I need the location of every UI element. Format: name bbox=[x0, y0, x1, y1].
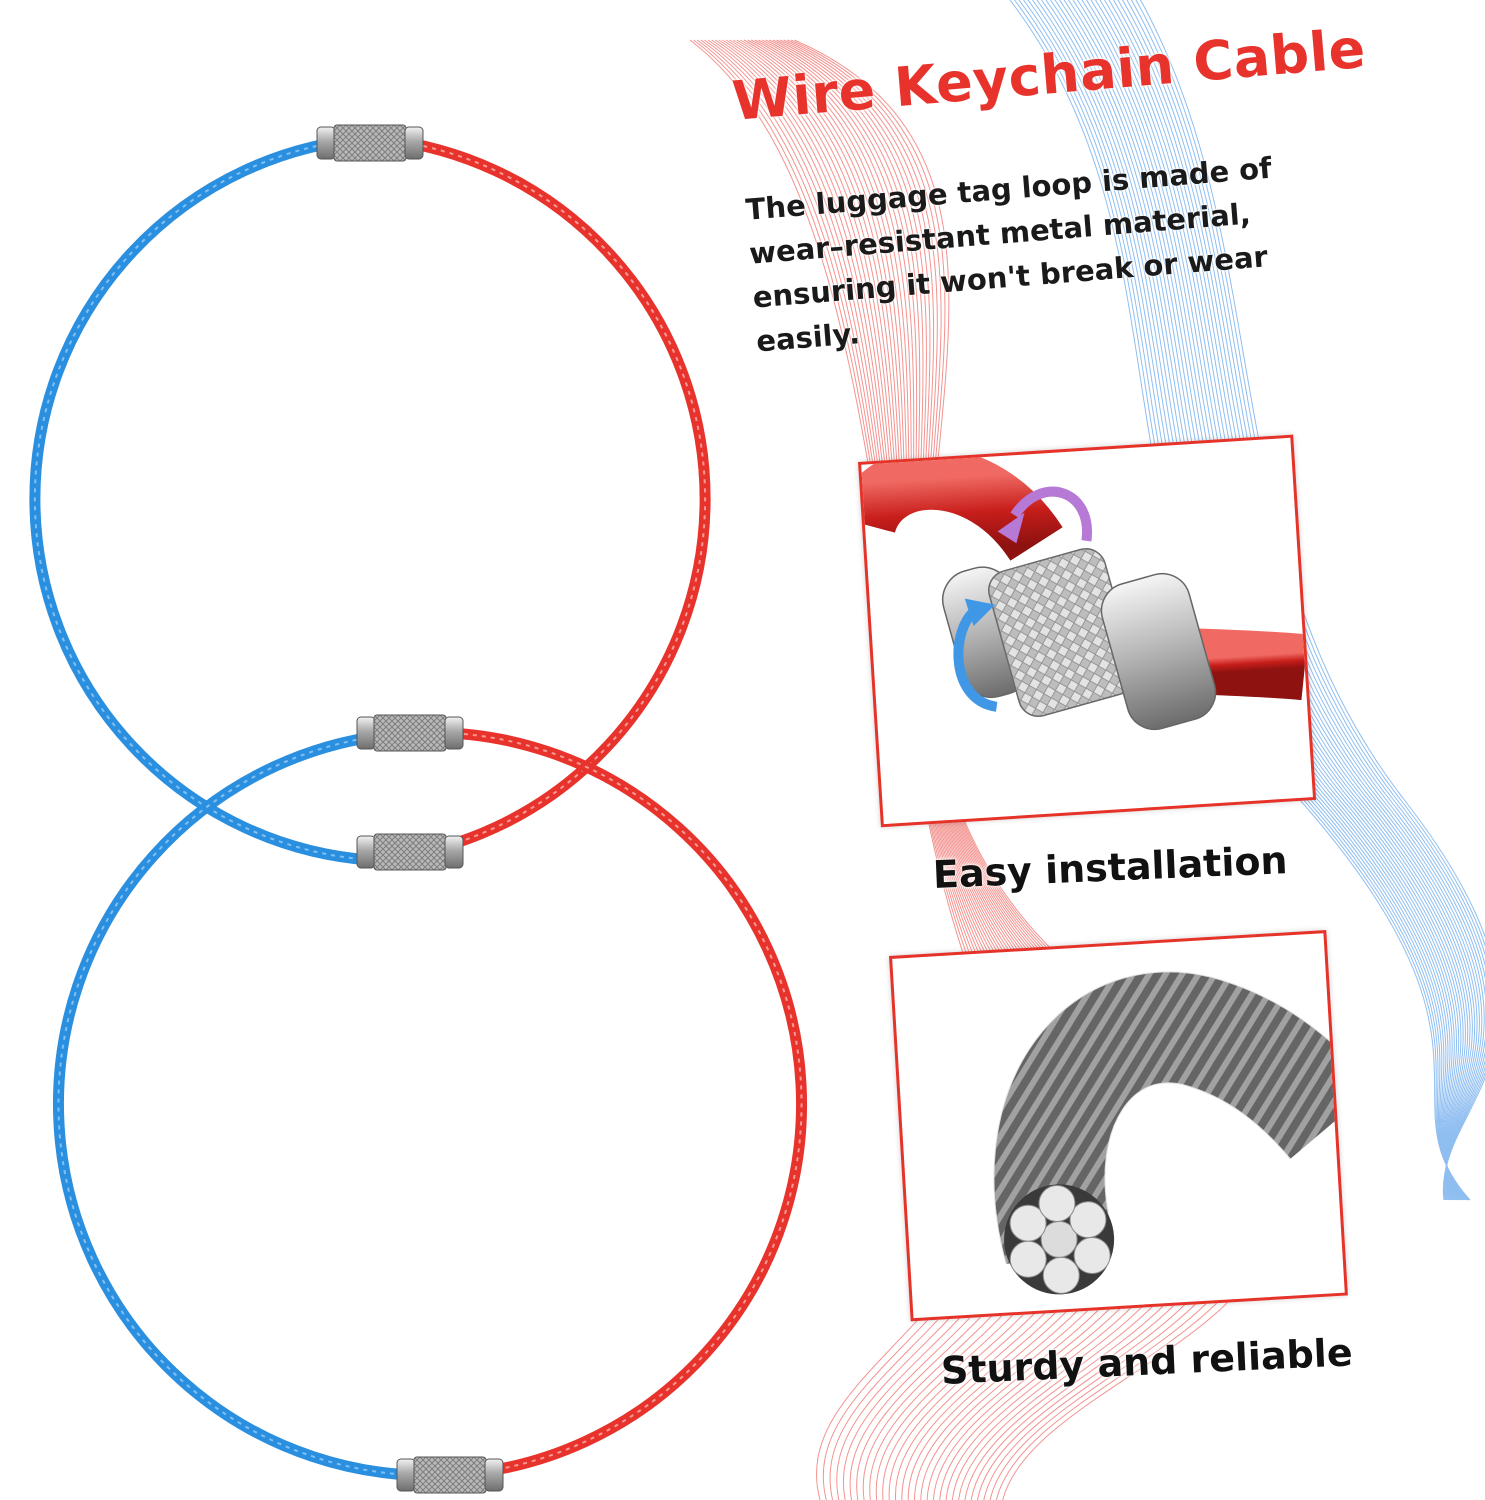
blue-strand-line bbox=[1072, 0, 1464, 1201]
blue-strand-line bbox=[1117, 0, 1485, 1201]
lower-cable-ring bbox=[52, 726, 808, 1482]
blue-strand-line bbox=[1140, 0, 1485, 1201]
screw-connector-bottom bbox=[396, 1456, 504, 1494]
lower-ring-blue-texture bbox=[57, 732, 451, 1477]
feature-card-installation bbox=[858, 434, 1317, 828]
blue-strand-line bbox=[1077, 0, 1466, 1201]
upper-ring-red-texture bbox=[369, 137, 707, 861]
blue-strand-line bbox=[1086, 0, 1471, 1201]
blue-strand-line bbox=[1095, 0, 1476, 1201]
blue-strand-line bbox=[1108, 0, 1483, 1201]
screw-connector-middle-bottom bbox=[356, 833, 464, 871]
blue-strand-line bbox=[1090, 0, 1473, 1201]
blue-strand-line bbox=[1081, 0, 1469, 1201]
blue-strand-line bbox=[1099, 0, 1478, 1201]
blue-strand-line bbox=[1131, 0, 1485, 1201]
feature-card-sturdy bbox=[889, 930, 1348, 1322]
screw-connector-middle-top bbox=[356, 714, 464, 752]
blue-strand-line bbox=[1104, 0, 1480, 1201]
upper-cable-ring bbox=[29, 132, 711, 866]
screw-connector-top bbox=[316, 124, 424, 162]
blue-strand-line bbox=[1113, 0, 1485, 1201]
lower-ring-red-texture bbox=[409, 731, 803, 1476]
screw-lock-closeup-icon bbox=[861, 447, 1309, 731]
steel-wire-strands-icon bbox=[993, 971, 1345, 1295]
blue-strand-line bbox=[1126, 0, 1485, 1201]
blue-strand-line bbox=[1135, 0, 1485, 1201]
blue-strand-line bbox=[1122, 0, 1485, 1201]
